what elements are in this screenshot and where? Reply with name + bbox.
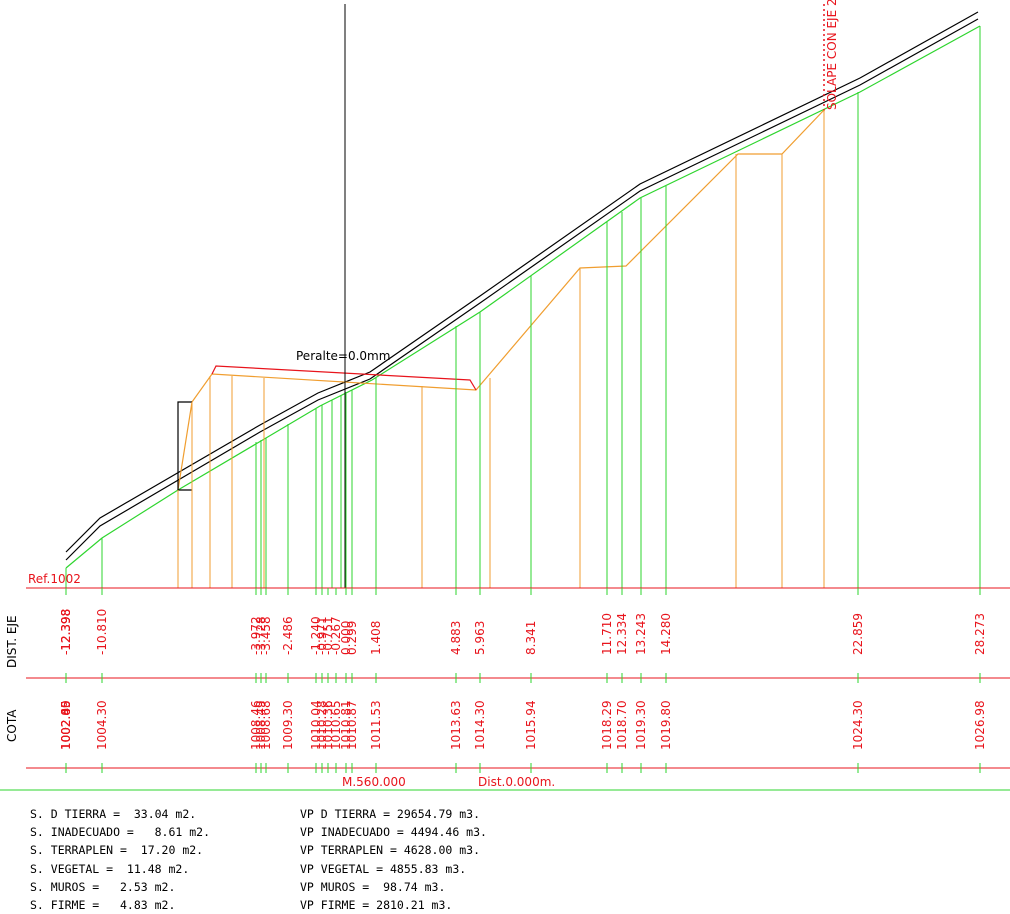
cota-value: 1018.29 (600, 700, 614, 750)
dist-value: -3.728 (254, 616, 268, 655)
dist-value: 13.243 (634, 613, 648, 655)
terrain-verticals (65, 26, 981, 588)
cota-row-label: COTA (5, 709, 19, 742)
volume-summary: VP D TIERRA = 29654.79 m3. VP INADECUADO… (300, 805, 487, 914)
cota-value: 1018.70 (615, 700, 629, 750)
dist-value: -0.267 (329, 616, 343, 655)
cota-value: 1010.36 (321, 700, 335, 750)
dist-value: -12.398 (59, 609, 73, 655)
terrain-line (65, 25, 981, 569)
road-top-line (65, 11, 979, 553)
dist-row-label: DIST. EJE (5, 615, 19, 668)
dist-value: 12.334 (615, 613, 629, 655)
cota-value: 1010.28 (315, 700, 329, 750)
dist-value: 11.710 (600, 613, 614, 655)
peralte-label: Peralte=0.0mm (296, 349, 390, 363)
cota-value: 1026.98 (973, 700, 987, 750)
dist-value: -2.486 (281, 616, 295, 655)
summary-terraplen: S. TERRAPLEN = 17.20 m2. (30, 843, 204, 858)
cota-value: 1010.87 (345, 700, 359, 750)
excavation-verticals (177, 110, 825, 588)
dist-value: -12.398 (59, 609, 73, 655)
cota-value: 1004.30 (95, 700, 109, 750)
summary-inadecuado: S. INADECUADO = 8.61 m2. (30, 825, 211, 840)
volume-terraplen: VP TERRAPLEN = 4628.00 m3. (300, 843, 481, 858)
dist-value: -1.240 (309, 616, 323, 655)
dist-value: -10.810 (95, 609, 109, 655)
volume-inadecuado: VP INADECUADO = 4494.46 m3. (300, 825, 487, 840)
cota-value: 1019.30 (634, 700, 648, 750)
cota-value: 1010.81 (339, 700, 353, 750)
volume-muros: VP MUROS = 98.74 m3. (300, 879, 446, 894)
cota-value: 1002.05 (59, 700, 73, 750)
cota-value: 1019.80 (659, 700, 673, 750)
cota-value: 1002.89 (59, 700, 73, 750)
dist-value: 22.859 (851, 613, 865, 655)
road-bottom-line (65, 18, 979, 561)
dist-value: -3.458 (259, 616, 273, 655)
overlap-axis-label: SOLAPE CON EJE 2 (825, 0, 839, 110)
dist-value: 1.408 (369, 621, 383, 655)
volume-firme: VP FIRME = 2810.21 m3. (300, 898, 453, 913)
cota-value: 1002.40 (59, 700, 73, 750)
cota-value: 1008.49 (254, 700, 268, 750)
dist-value: -0.971 (315, 616, 329, 655)
volume-tierra: VP D TIERRA = 29654.79 m3. (300, 807, 481, 821)
dist-value: -0.751 (321, 616, 335, 655)
cota-value: 1013.63 (449, 700, 463, 750)
dist-value: 4.883 (449, 621, 463, 655)
cota-value: 1011.53 (369, 700, 383, 750)
summary-firme: S. FIRME = 4.83 m2. (30, 898, 176, 913)
summary-tierra: S. D TIERRA = 33.04 m2. (30, 807, 197, 821)
dist-value: 5.963 (473, 621, 487, 655)
reference-label: Ref.1002 (28, 572, 81, 586)
station-ticks (65, 588, 981, 773)
wall-outline (177, 401, 192, 491)
cota-value: 1015.94 (524, 700, 538, 750)
dist-value: -12.398 (59, 609, 73, 655)
summary-muros: S. MUROS = 2.53 m2. (30, 879, 176, 894)
volume-vegetal: VP VEGETAL = 4855.83 m3. (300, 861, 467, 876)
dist-value: 14.280 (659, 613, 673, 655)
cota-value: 1014.30 (473, 700, 487, 750)
surface-summary: S. D TIERRA = 33.04 m2. S. INADECUADO = … (30, 805, 210, 914)
cota-value: 1008.46 (249, 700, 263, 750)
cota-value: 1024.30 (851, 700, 865, 750)
cota-value: 1009.30 (281, 700, 295, 750)
dist-value: -12.398 (59, 609, 73, 655)
dist-value: 28.273 (973, 613, 987, 655)
station-label: M.560.000 (342, 775, 406, 789)
dist-value: 8.341 (524, 621, 538, 655)
cota-value: 1010.65 (329, 700, 343, 750)
cota-value: 1008.68 (259, 700, 273, 750)
dist-value: 0.299 (345, 621, 359, 655)
dist-value: -3.972 (249, 616, 263, 655)
distance-label: Dist.0.000m. (478, 775, 555, 789)
cota-value: 1010.04 (309, 700, 323, 750)
peralte-line (211, 365, 477, 391)
dist-value: 0.000 (339, 621, 353, 655)
summary-vegetal: S. VEGETAL = 11.48 m2. (30, 861, 190, 876)
cota-value: 1002.65 (59, 700, 73, 750)
dist-values: -12.398-12.398-12.398-12.398-10.810-3.97… (59, 609, 987, 655)
